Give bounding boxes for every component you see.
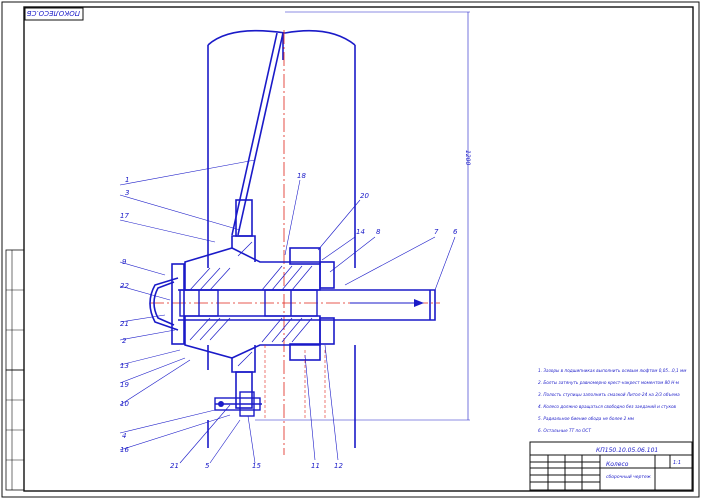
callout-label: 11 xyxy=(311,462,320,470)
drawing-type: сборочный чертеж xyxy=(606,474,652,480)
callout-label: 10 xyxy=(120,400,129,408)
note-line: 6. Остальные ТТ по ОСТ xyxy=(538,428,591,433)
tire-rim-section xyxy=(207,29,356,448)
callout-label: 13 xyxy=(120,362,129,370)
left-margin-strips xyxy=(5,249,25,491)
note-line: 3. Полость ступицы заполнить смазкой Лит… xyxy=(538,392,680,397)
note-line: 5. Радиальное биение обода не более 2 мм xyxy=(538,416,634,421)
callout-label: 7 xyxy=(434,228,439,236)
part-name: Колесо xyxy=(606,461,629,468)
dimension-height: 1200 xyxy=(255,11,471,421)
scale-value: 1:1 xyxy=(673,460,681,466)
callout-labels: 1 3 17 9 22 21 2 13 19 10 4 16 21 5 15 1… xyxy=(120,172,458,470)
note-line: 1. Зазоры в подшипниках выполнить осевым… xyxy=(538,368,686,373)
note-line: 2. Болты затянуть равномерно крест-накре… xyxy=(538,380,679,385)
axle-shaft xyxy=(178,289,436,321)
callout-label: 3 xyxy=(125,189,129,197)
technical-notes: 1. Зазоры в подшипниках выполнить осевым… xyxy=(538,368,686,433)
mounting-bolt xyxy=(214,391,262,417)
bolt-head xyxy=(218,401,224,407)
note-line: 4. Колесо должно вращаться свободно без … xyxy=(538,404,677,409)
stamp-box-topleft xyxy=(24,7,84,21)
hub-body xyxy=(149,199,335,409)
callout-label: 21 xyxy=(120,320,129,328)
leader-lines xyxy=(119,159,456,464)
callout-label: 22 xyxy=(120,282,129,290)
callout-label: 6 xyxy=(453,228,458,236)
section-hatching xyxy=(189,241,313,367)
doc-number: КП150.10.05.06.101 xyxy=(596,447,658,454)
dimension-label: 1200 xyxy=(464,150,471,165)
callout-label: 21 xyxy=(170,462,179,470)
stamp-text-topleft: ПОКОЛЕСО.СБ xyxy=(27,9,80,17)
construction-lines xyxy=(264,345,326,420)
callout-label: 18 xyxy=(297,172,306,180)
title-block xyxy=(529,441,693,491)
callout-label: 20 xyxy=(360,192,369,200)
callout-label: 16 xyxy=(120,446,129,454)
callout-label: 2 xyxy=(122,337,127,345)
force-arrow xyxy=(350,299,424,307)
callout-label: 1 xyxy=(125,176,129,184)
callout-label: 8 xyxy=(376,228,381,236)
callout-label: 19 xyxy=(120,381,129,389)
callout-label: 12 xyxy=(334,462,343,470)
callout-label: 4 xyxy=(122,432,126,440)
callout-label: 9 xyxy=(122,258,127,266)
callout-label: 17 xyxy=(120,212,129,220)
callout-label: 15 xyxy=(252,462,261,470)
drawing-frame-inner xyxy=(23,6,694,492)
callout-label: 14 xyxy=(356,228,365,236)
callout-label: 5 xyxy=(205,462,210,470)
